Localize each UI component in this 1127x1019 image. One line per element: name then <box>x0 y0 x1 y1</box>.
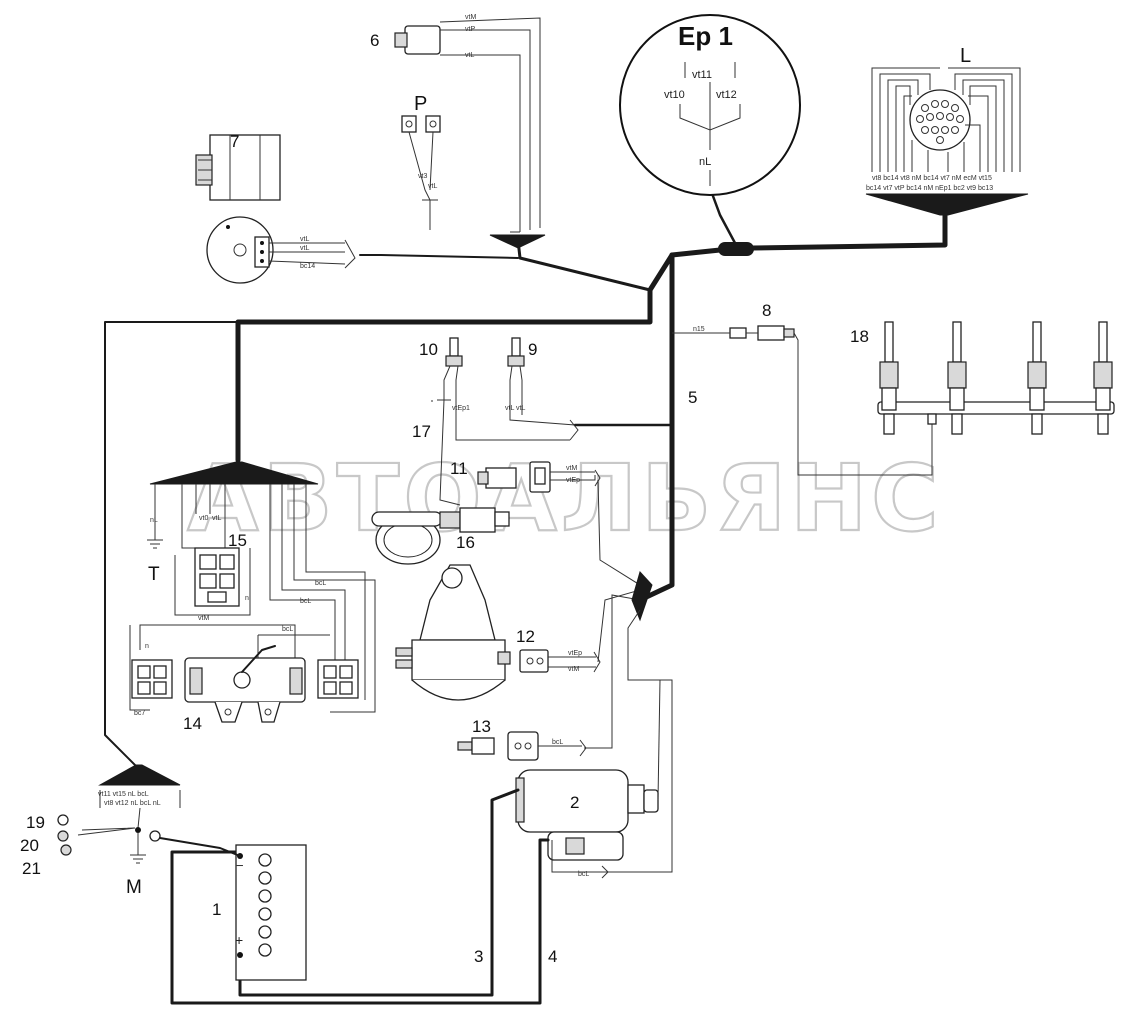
label-10: 10 <box>419 340 438 359</box>
wire-label: vtP <box>465 26 475 33</box>
wire-label: bc14 vt7 vtP bc14 nM nEp1 bc2 vt9 bc13 <box>866 185 993 192</box>
ep1-label-nl: nL <box>699 156 711 168</box>
label-6: 6 <box>370 31 379 50</box>
label-1: 1 <box>212 900 221 919</box>
wire-label: bcL <box>552 739 563 746</box>
wire-label: nL <box>150 517 158 524</box>
wire-label: vtEp <box>566 477 580 484</box>
label-2: 2 <box>570 793 579 812</box>
cable-3 <box>238 788 520 997</box>
wire-label: vt0 <box>199 515 208 522</box>
battery-minus: − <box>236 858 244 873</box>
label-3: 3 <box>474 947 483 966</box>
label-15: 15 <box>228 531 247 550</box>
wire-label: vt8 bc14 vt8 nM bc14 vt7 nM ecM vt15 <box>872 175 992 182</box>
component-2-starter[interactable]: bcL <box>515 679 661 879</box>
wire-label: vt8 vt12 nL bcL nL <box>104 800 161 807</box>
component-15-relay[interactable] <box>194 547 240 607</box>
wire-label: vtEp1 <box>452 405 470 412</box>
component-11-sensor[interactable]: vtM vtEp <box>477 461 641 586</box>
wire-label: vtEp <box>568 650 582 657</box>
wire-label: bcL <box>282 626 293 633</box>
wire-label: bc7 <box>134 710 145 717</box>
wire-label: vtM <box>566 465 577 472</box>
wire-label: vtL vtL <box>505 405 525 412</box>
ep1-splice <box>718 242 754 256</box>
label-19: 19 <box>26 813 45 832</box>
component-13-sensor[interactable]: bcL <box>457 594 641 761</box>
label-12: 12 <box>516 627 535 646</box>
ep1-label-vt12: vt12 <box>716 89 737 101</box>
wire-label: bcL <box>578 871 589 878</box>
wire-label: vt3 <box>418 173 427 180</box>
ep1-title: Ep 1 <box>678 21 733 51</box>
main-harness <box>104 186 948 771</box>
wire-label: bcL <box>315 580 326 587</box>
ep1-label-vt10: vt10 <box>664 89 685 101</box>
wire-label: vt11 vt15 nL bcL <box>98 791 149 798</box>
ep1-label-vt11: vt11 <box>692 69 712 81</box>
component-18-glow-plugs[interactable] <box>877 321 1115 435</box>
label-21: 21 <box>22 859 41 878</box>
component-10-sensor[interactable]: vtEp1 <box>437 337 570 441</box>
ep1-detail: Ep 1 vt11 vt10 vt12 nL <box>619 14 801 196</box>
wire-label: n <box>245 595 249 602</box>
component-l-connector[interactable]: vt8 bc14 vt8 nM bc14 vt7 nM ecM vt15 bc1… <box>865 67 1029 216</box>
battery-plus: + <box>235 932 243 948</box>
label-4: 4 <box>548 947 557 966</box>
wire-label: vtM <box>568 666 579 673</box>
label-17: 17 <box>412 422 431 441</box>
label-14: 14 <box>183 714 202 733</box>
watermark: АВТОАЛЬЯНС <box>187 445 942 552</box>
component-p-switch[interactable]: vt3 vtL <box>401 115 441 230</box>
component-7-generator[interactable]: vtL vtL bc14 <box>195 134 356 284</box>
component-8-sensor[interactable]: n15 <box>672 325 933 476</box>
label-13: 13 <box>472 717 491 736</box>
wire-label: bc14 <box>300 263 315 270</box>
wire-label: n <box>145 643 149 650</box>
wire-label: vtL <box>428 183 437 190</box>
label-l: L <box>960 45 971 67</box>
wire-label: vtL <box>300 245 309 252</box>
label-p: P <box>414 93 427 115</box>
label-16: 16 <box>456 533 475 552</box>
wire-label: vtL <box>212 515 221 522</box>
wire-label: n15 <box>693 326 705 333</box>
component-6-connector[interactable]: vtM vtP vtL <box>394 14 546 249</box>
label-20: 20 <box>20 836 39 855</box>
wire-label: vtL <box>465 52 474 59</box>
label-t: T <box>148 564 160 585</box>
component-1-battery[interactable]: − + <box>235 844 307 981</box>
wire-label: bcL <box>300 598 311 605</box>
wire-label: vtM <box>198 615 209 622</box>
component-12-pump[interactable]: vtEp vtM <box>395 564 641 701</box>
fuse-relay-harness: nL vt0 vtL bcL bcL bcL vtM n n <box>129 461 376 713</box>
label-5: 5 <box>688 388 697 407</box>
label-m: M <box>126 877 142 898</box>
label-7: 7 <box>230 132 239 151</box>
wire-label: vtL <box>300 236 309 243</box>
wire-label: vtM <box>465 14 476 21</box>
ground-m: vt11 vt15 nL bcL vt8 vt12 nL bcL nL <box>57 764 241 864</box>
label-9: 9 <box>528 340 537 359</box>
component-16-valve[interactable] <box>371 507 510 565</box>
label-11: 11 <box>450 459 468 478</box>
label-18: 18 <box>850 327 869 346</box>
cable-4 <box>170 838 550 1005</box>
label-8: 8 <box>762 301 771 320</box>
component-14-control-unit[interactable]: bc7 <box>131 645 359 723</box>
component-9-sensor[interactable]: vtL vtL <box>505 337 576 426</box>
